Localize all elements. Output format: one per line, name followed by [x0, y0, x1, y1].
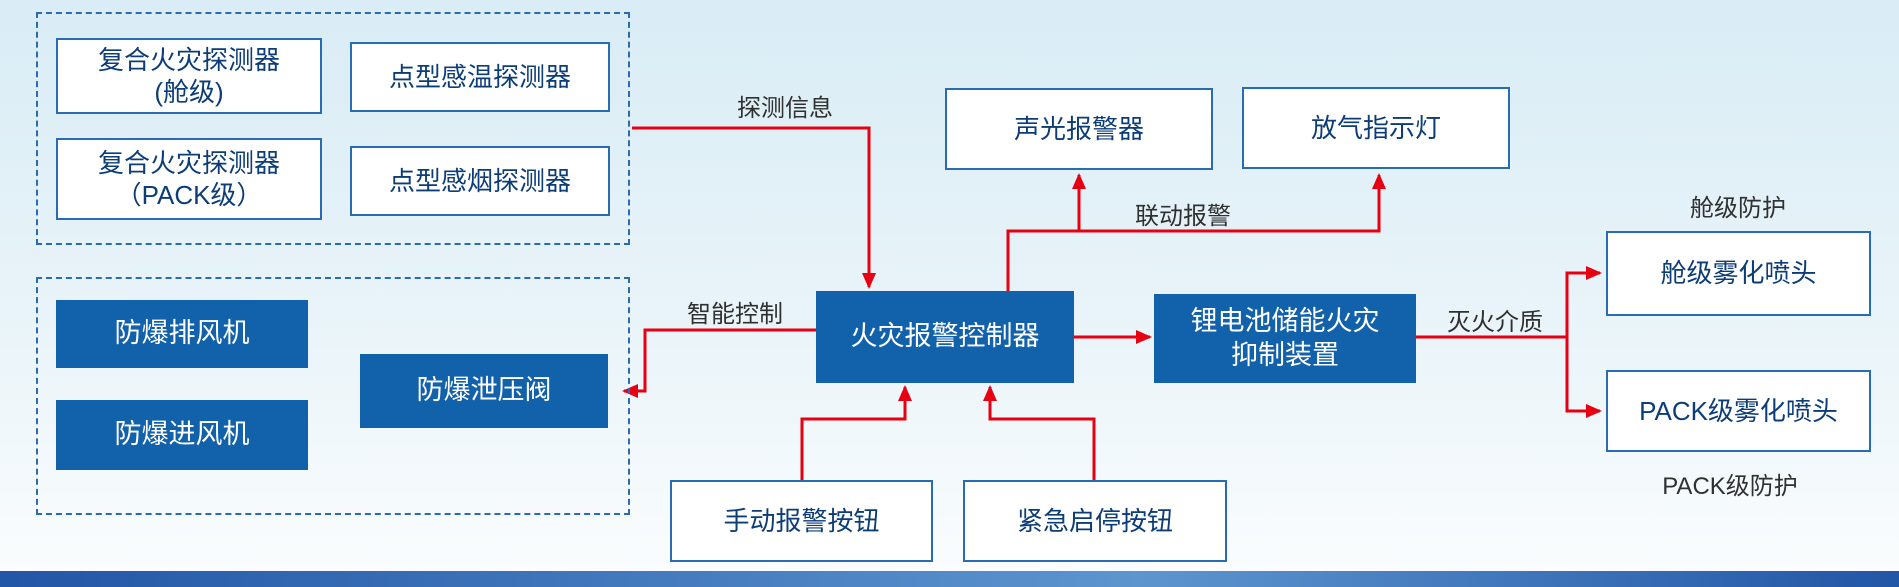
node-pack-nozzle-label: PACK级雾化喷头 [1639, 395, 1838, 426]
node-intake-fan-label: 防爆进风机 [114, 419, 250, 450]
node-relief-valve: 防爆泄压阀 [360, 354, 608, 428]
node-composite-detector-cabin-line1: 复合火灾探测器 [97, 44, 280, 75]
node-composite-detector-cabin: 复合火灾探测器 (舱级) [56, 38, 322, 114]
caption-cabin-protection: 舱级防护 [1690, 195, 1786, 222]
node-cabin-nozzle: 舱级雾化喷头 [1606, 231, 1871, 316]
node-suppression-device-line1: 锂电池储能火灾 [1190, 305, 1380, 336]
node-heat-detector-label: 点型感温探测器 [388, 61, 571, 92]
arrow-emergency-button-to-controller [983, 385, 1096, 480]
node-gas-indicator-label: 放气指示灯 [1310, 112, 1441, 143]
node-intake-fan: 防爆进风机 [56, 400, 308, 470]
node-heat-detector: 点型感温探测器 [350, 42, 610, 112]
node-cabin-nozzle-label: 舱级雾化喷头 [1660, 258, 1817, 289]
footer-accent-bar [0, 571, 1899, 587]
node-sound-light-alarm: 声光报警器 [945, 88, 1213, 170]
node-manual-alarm-button: 手动报警按钮 [670, 480, 933, 562]
node-emergency-button: 紧急启停按钮 [963, 480, 1227, 562]
arrow-medium-to-pack-nozzle [1565, 337, 1602, 418]
ventilation-group-frame [36, 277, 630, 515]
arrow-smart-control [622, 328, 816, 398]
node-composite-detector-pack-line1: 复合火灾探测器 [97, 147, 280, 178]
node-gas-indicator: 放气指示灯 [1242, 87, 1510, 169]
node-relief-valve-label: 防爆泄压阀 [416, 375, 552, 406]
node-exhaust-fan-label: 防爆排风机 [114, 318, 250, 349]
node-composite-detector-pack-line2: （PACK级） [115, 180, 263, 210]
node-manual-alarm-button-label: 手动报警按钮 [723, 505, 880, 536]
node-emergency-button-label: 紧急启停按钮 [1016, 505, 1173, 536]
node-smoke-detector-label: 点型感烟探测器 [388, 165, 571, 196]
caption-pack-protection: PACK级防护 [1662, 473, 1798, 500]
arrow-detection-info [632, 126, 876, 289]
node-exhaust-fan: 防爆排风机 [56, 300, 308, 368]
detectors-group-frame [36, 12, 630, 245]
arrow-manual-button-to-controller [800, 385, 912, 480]
node-fire-alarm-controller-label: 火灾报警控制器 [850, 321, 1040, 352]
node-fire-alarm-controller: 火灾报警控制器 [816, 291, 1074, 383]
node-smoke-detector: 点型感烟探测器 [350, 146, 610, 216]
flow-label-detection-info: 探测信息 [737, 95, 833, 122]
node-sound-light-alarm-label: 声光报警器 [1013, 113, 1144, 144]
arrow-linked-alarm-gas-indicator [1006, 173, 1386, 291]
node-suppression-device: 锂电池储能火灾 抑制装置 [1154, 294, 1416, 383]
node-pack-nozzle: PACK级雾化喷头 [1606, 370, 1871, 452]
node-composite-detector-pack: 复合火灾探测器 （PACK级） [56, 138, 322, 220]
flow-label-extinguishing-medium: 灭火介质 [1447, 309, 1543, 336]
node-composite-detector-cabin-line2: (舱级) [154, 77, 224, 107]
node-suppression-device-line2: 抑制装置 [1231, 339, 1339, 370]
flow-label-smart-control: 智能控制 [687, 301, 783, 328]
flow-label-linked-alarm: 联动报警 [1135, 203, 1231, 230]
